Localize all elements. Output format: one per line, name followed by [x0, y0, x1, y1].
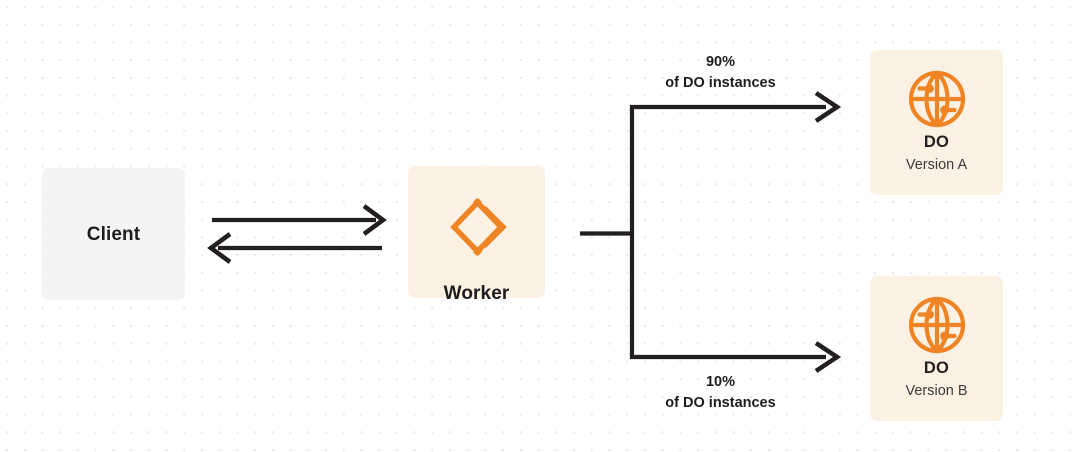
edge-label-do-b-desc: of DO instances — [665, 394, 776, 411]
node-do-version-a[interactable]: DO Version A — [870, 50, 1003, 195]
edge-label-do-a: 90% of DO instances — [613, 52, 828, 93]
node-worker[interactable]: Worker — [408, 166, 545, 303]
node-do-version-b[interactable]: DO Version B — [870, 276, 1003, 421]
node-do-b-subtitle: Version B — [905, 382, 968, 399]
node-do-a-subtitle: Version A — [905, 156, 968, 173]
globe-icon — [902, 64, 972, 134]
node-worker-label: Worker — [443, 283, 510, 304]
edge-label-do-a-percent: 90% — [705, 54, 736, 70]
globe-icon — [902, 290, 972, 360]
cloudflare-workers-logo-icon — [444, 194, 510, 260]
branch-trunk — [580, 105, 635, 359]
node-do-a-title: DO — [923, 133, 950, 151]
arrow-worker-to-do-a — [630, 91, 842, 123]
edge-label-do-b-percent: 10% — [705, 374, 736, 390]
edge-label-do-a-desc: of DO instances — [665, 74, 776, 91]
arrow-client-to-worker — [212, 204, 387, 236]
arrow-worker-to-client — [207, 232, 382, 264]
node-client[interactable]: Client — [42, 168, 185, 300]
node-client-label: Client — [86, 223, 141, 245]
arrow-worker-to-do-b — [630, 341, 842, 373]
node-do-b-title: DO — [923, 359, 950, 377]
edge-label-do-b: 10% of DO instances — [613, 372, 828, 413]
